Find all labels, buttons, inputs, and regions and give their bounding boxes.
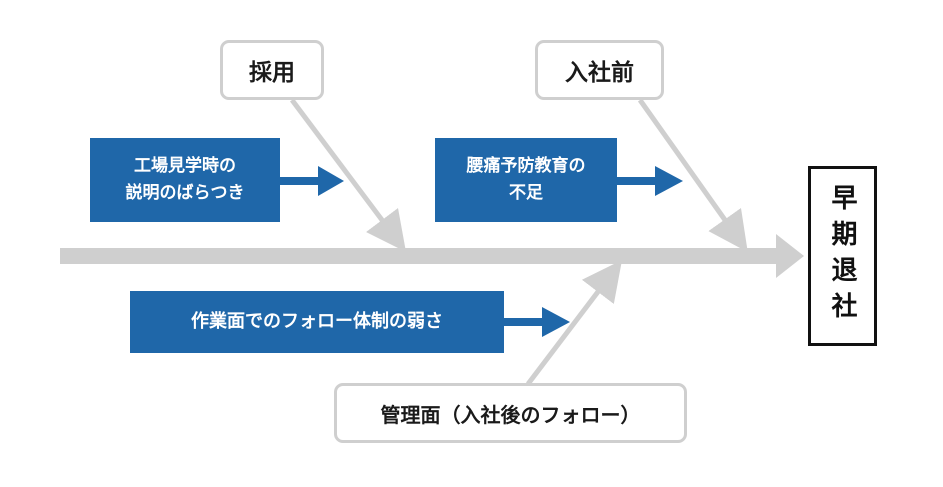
- bone-recruitment: [290, 98, 406, 252]
- cause-factory-tour: 工場見学時の 説明のばらつき: [90, 138, 280, 222]
- cause-work-followup-label: 作業面でのフォロー体制の弱さ: [191, 310, 443, 332]
- cause-arrow-work-followup: [504, 307, 570, 337]
- cause-work-followup: 作業面でのフォロー体制の弱さ: [130, 291, 504, 353]
- category-recruitment-label: 採用: [249, 60, 295, 86]
- spine-arrow: [60, 234, 804, 278]
- cause-back-pain: 腰痛予防教育の 不足: [435, 138, 617, 222]
- effect-label: 早期退社: [827, 184, 857, 328]
- cause-arrow-back-pain: [617, 166, 683, 196]
- cause-back-pain-label: 腰痛予防教育の 不足: [466, 155, 586, 203]
- spine-line: [60, 248, 778, 264]
- cause-factory-tour-label: 工場見学時の 説明のばらつき: [125, 155, 245, 203]
- category-recruitment: 採用: [220, 40, 324, 100]
- spine-arrowhead: [776, 234, 804, 278]
- category-management-label: 管理面（入社後のフォロー）: [380, 402, 641, 427]
- category-pre-joining: 入社前: [535, 40, 664, 100]
- category-management: 管理面（入社後のフォロー）: [334, 383, 687, 443]
- effect-box: 早期退社: [808, 166, 877, 346]
- category-pre-joining-label: 入社前: [565, 60, 634, 86]
- bone-pre-joining: [637, 98, 748, 253]
- cause-arrow-factory-tour: [280, 166, 344, 196]
- bone-management: [526, 260, 623, 386]
